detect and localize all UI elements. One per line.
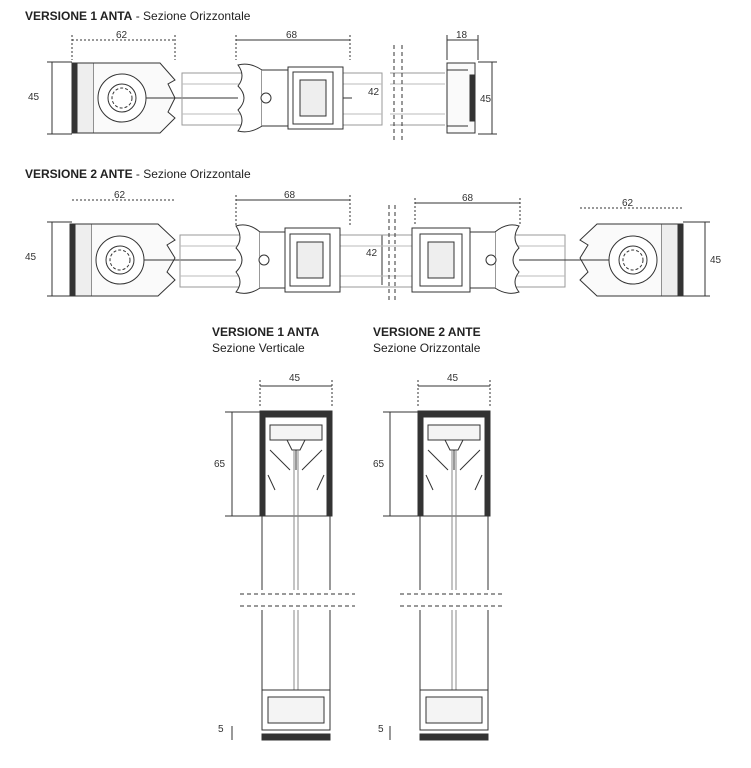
title-bottom-left-sub: Sezione Verticale (212, 341, 305, 355)
dim-label-68-top: 68 (286, 30, 298, 41)
title-middle-rest: Sezione Orizzontale (143, 167, 251, 181)
section-bottom-right-drawing (383, 380, 505, 741)
handle-profile-middle-right (494, 224, 520, 294)
title-top-rest: Sezione Orizzontale (143, 9, 251, 23)
dim-label-45-mid-right: 45 (710, 255, 722, 266)
dim-label-45-bottom-right: 45 (447, 373, 459, 384)
dim-label-42-top: 42 (368, 87, 380, 98)
title-bottom-left-bold: VERSIONE 1 ANTA (212, 325, 320, 339)
title-bottom-left: VERSIONE 1 ANTA Sezione Verticale (212, 324, 319, 356)
title-bottom-right-sub: Sezione Orizzontale (373, 341, 481, 355)
dim-label-5-bottom-right: 5 (378, 724, 384, 735)
title-top: VERSIONE 1 ANTA - Sezione Orizzontale (25, 9, 251, 23)
section-top-drawing (47, 35, 497, 140)
handle-profile-middle-left (235, 224, 261, 294)
dim-label-68-mid-left: 68 (284, 190, 296, 201)
mesh-track-middle (179, 234, 566, 288)
dim-label-62-mid-left: 62 (114, 190, 126, 201)
handle-profile-top (237, 63, 263, 133)
title-middle: VERSIONE 2 ANTE - Sezione Orizzontale (25, 167, 251, 181)
dim-label-65-bottom-right: 65 (373, 459, 385, 470)
dim-label-45-mid-left: 45 (25, 252, 37, 263)
dim-label-62-mid-right: 62 (622, 198, 634, 209)
title-middle-bold: VERSIONE 2 ANTE (25, 167, 133, 181)
title-bottom-right: VERSIONE 2 ANTE Sezione Orizzontale (373, 324, 481, 356)
dim-label-18-top: 18 (456, 30, 468, 41)
dim-label-45-top-left: 45 (28, 92, 40, 103)
title-top-bold: VERSIONE 1 ANTA (25, 9, 133, 23)
dim-label-45-top-right: 45 (480, 94, 492, 105)
dim-label-45-bottom-left: 45 (289, 373, 301, 384)
dim-label-68-mid-right: 68 (462, 193, 474, 204)
section-middle-drawing (47, 195, 710, 300)
dim-label-62-top: 62 (116, 30, 128, 41)
section-bottom-left-drawing (225, 380, 355, 741)
dim-label-42-mid: 42 (366, 248, 378, 259)
title-bottom-right-bold: VERSIONE 2 ANTE (373, 325, 481, 339)
dim-label-65-bottom-left: 65 (214, 459, 226, 470)
dim-label-5-bottom-left: 5 (218, 724, 224, 735)
